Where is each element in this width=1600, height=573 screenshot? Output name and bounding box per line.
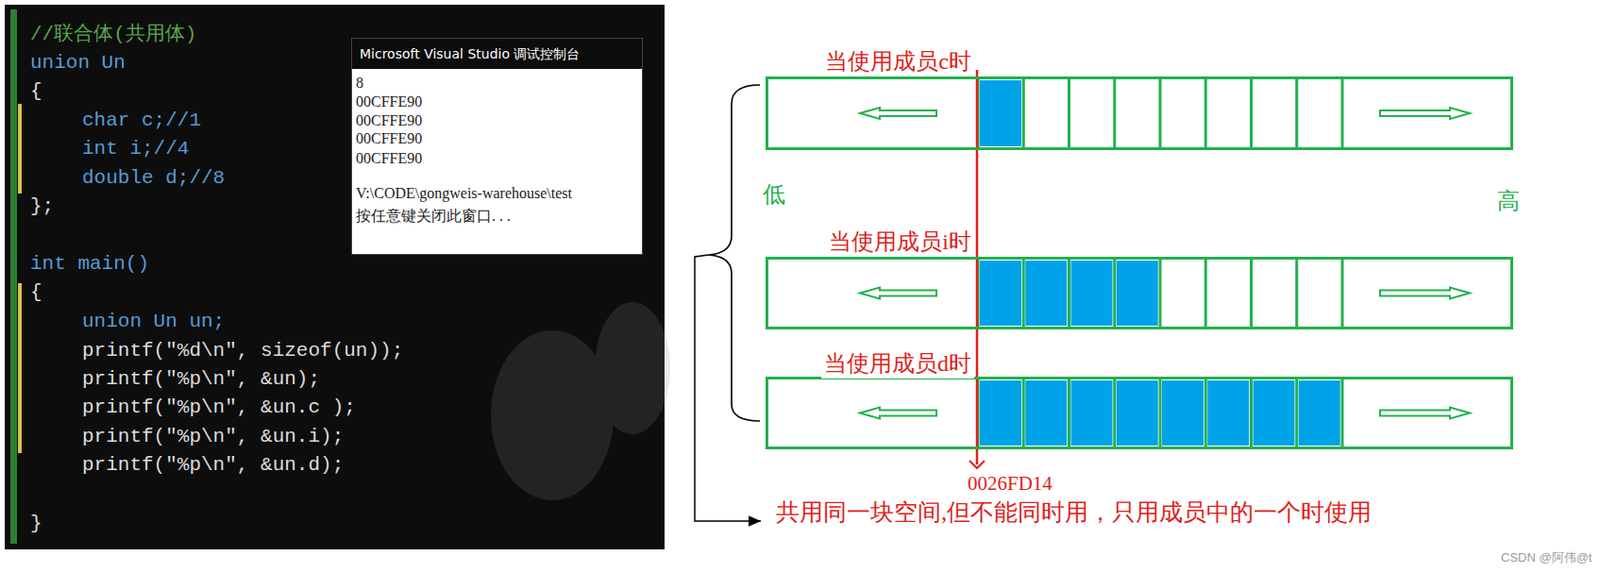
byte-divider [1067,376,1071,450]
byte-divider [1112,376,1116,450]
code-line: { [30,281,43,304]
byte-divider [1067,256,1071,330]
address-pointer [969,460,985,469]
pointer-arrow [694,254,761,522]
high-arrow [1380,407,1470,420]
console-window: Microsoft Visual Studio 调试控制台800CFFE9000… [351,37,643,255]
used-byte [1025,380,1067,446]
code-line: char c;//1 [82,109,202,133]
byte-divider [1067,76,1071,151]
note-text: 共用同一块空间,但不能同时用，只用成员中的一个时使用 [775,499,1372,527]
byte-divider [1295,76,1298,151]
memory-bar: 当使用成员i时 [765,256,1514,330]
start-address-line [976,69,979,465]
brace [708,84,760,422]
byte-divider [1249,76,1253,151]
used-byte [979,80,1022,147]
console-output: V:\CODE\gongweis-warehouse\test [355,185,573,203]
bar-heading: 当使用成员i时 [825,226,975,257]
byte-divider [1022,376,1026,450]
code-line: int main() [30,252,150,276]
low-label: 低 [762,182,786,209]
code-comment: //联合体(共用体) [30,23,197,47]
used-byte [979,260,1022,326]
code-editor-panel [4,4,665,550]
code-line: double d;//8 [82,167,225,190]
used-byte [979,380,1022,446]
byte-divider [1022,76,1026,151]
high-arrow [1380,107,1470,119]
byte-divider [1341,256,1345,330]
code-line: printf("%p\n", &un.i); [82,425,344,449]
used-byte [1207,380,1249,446]
code-line: }; [30,195,54,219]
byte-divider [1295,376,1298,450]
code-line: { [30,80,43,103]
code-line: } [30,512,43,536]
used-byte [1162,380,1204,446]
used-byte [1298,380,1341,446]
memory-bar: 当使用成员c时 [765,76,1514,151]
used-byte [1071,260,1113,326]
low-arrow [859,407,937,420]
bar-heading: 当使用成员c时 [822,46,975,77]
used-byte [1025,260,1067,326]
byte-divider [1159,256,1163,330]
code-line: printf("%d\n", sizeof(un)); [82,339,404,363]
memory-bar: 当使用成员d时 [765,376,1514,450]
byte-divider [1204,256,1208,330]
byte-divider [1249,256,1253,330]
byte-divider [1159,76,1163,151]
change-marker [17,283,22,454]
used-byte [1116,380,1159,446]
byte-divider [1295,256,1298,330]
console-output: 00CFFE90 [355,130,422,148]
byte-divider [1204,376,1208,450]
byte-divider [1112,76,1116,151]
low-arrow [859,287,937,300]
byte-divider [1022,256,1026,330]
window-title: Microsoft Visual Studio 调试控制台 [352,38,642,69]
used-byte [1116,260,1159,326]
console-output: 按任意键关闭此窗口. . . [355,206,511,227]
code-line: printf("%p\n", &un.c ); [82,396,356,420]
byte-divider [1341,76,1345,151]
byte-divider [1159,376,1163,450]
low-arrow [859,107,937,119]
code-line: printf("%p\n", &un); [82,368,320,391]
high-arrow [1380,287,1470,300]
console-output: 00CFFE90 [355,93,422,111]
byte-divider [1112,256,1116,330]
memory-cells [859,76,1470,450]
gutter-bar [10,9,17,544]
background-art [490,302,671,501]
console-output: 8 [355,74,364,92]
used-byte [1071,380,1113,446]
code-line: int i;//4 [82,137,189,161]
used-byte [1253,380,1296,446]
address-label: 0026FD14 [967,471,1053,495]
watermark: CSDN @阿伟@t [1500,551,1592,566]
bar-heading: 当使用成员d时 [821,348,975,379]
code-line: union Un un; [82,310,225,334]
byte-divider [1249,376,1253,450]
change-marker [17,103,22,194]
byte-divider [1341,376,1345,450]
console-output: 00CFFE90 [355,150,422,168]
code-line: union Un [30,51,126,75]
console-output: 00CFFE90 [355,112,422,130]
byte-divider [1204,76,1208,151]
code-line: printf("%p\n", &un.d); [82,454,344,477]
high-label: 高 [1497,188,1520,216]
